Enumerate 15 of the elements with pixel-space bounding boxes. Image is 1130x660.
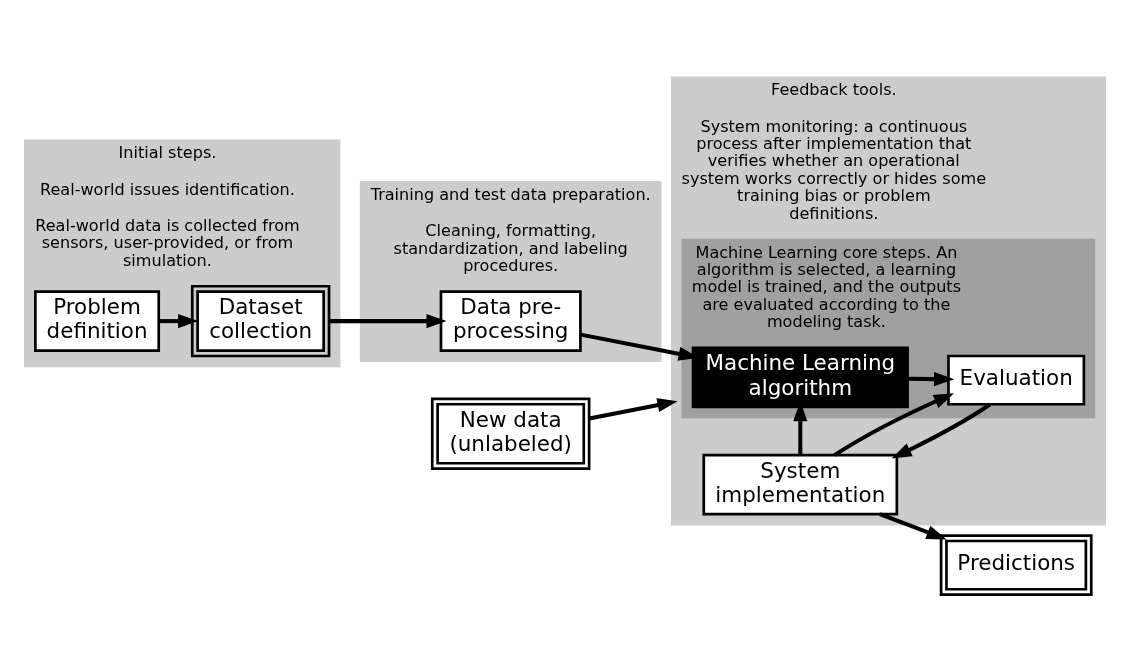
node-box: Dataset collection bbox=[190, 284, 331, 357]
arrow bbox=[588, 397, 678, 421]
arrow bbox=[329, 313, 447, 328]
arrow bbox=[891, 402, 991, 459]
node-box: New data (unlabeled) bbox=[430, 397, 591, 470]
arrow bbox=[833, 392, 954, 457]
node-box: Evaluation bbox=[947, 354, 1086, 406]
node-box: System implementation bbox=[702, 453, 899, 516]
node-box: Problem definition bbox=[34, 289, 161, 352]
arrow bbox=[879, 511, 947, 539]
arrow bbox=[158, 313, 199, 328]
node-box: Data pre-processing bbox=[439, 289, 582, 352]
node-box: Predictions bbox=[939, 533, 1093, 596]
arrow bbox=[907, 371, 955, 386]
node-box: Machine Learning algorithm bbox=[691, 346, 909, 408]
